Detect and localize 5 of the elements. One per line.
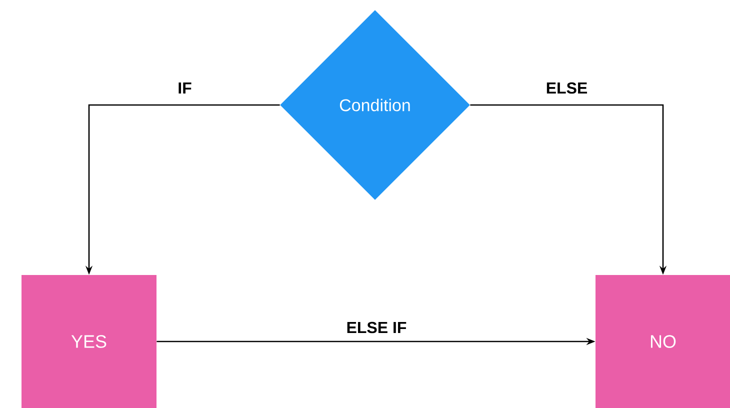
process-box: YES (22, 275, 156, 408)
edge-label: IF (176, 82, 193, 94)
edge-label: ELSE IF (345, 320, 408, 334)
process-box: NO (596, 275, 730, 408)
edge-label: ELSE (544, 81, 589, 95)
